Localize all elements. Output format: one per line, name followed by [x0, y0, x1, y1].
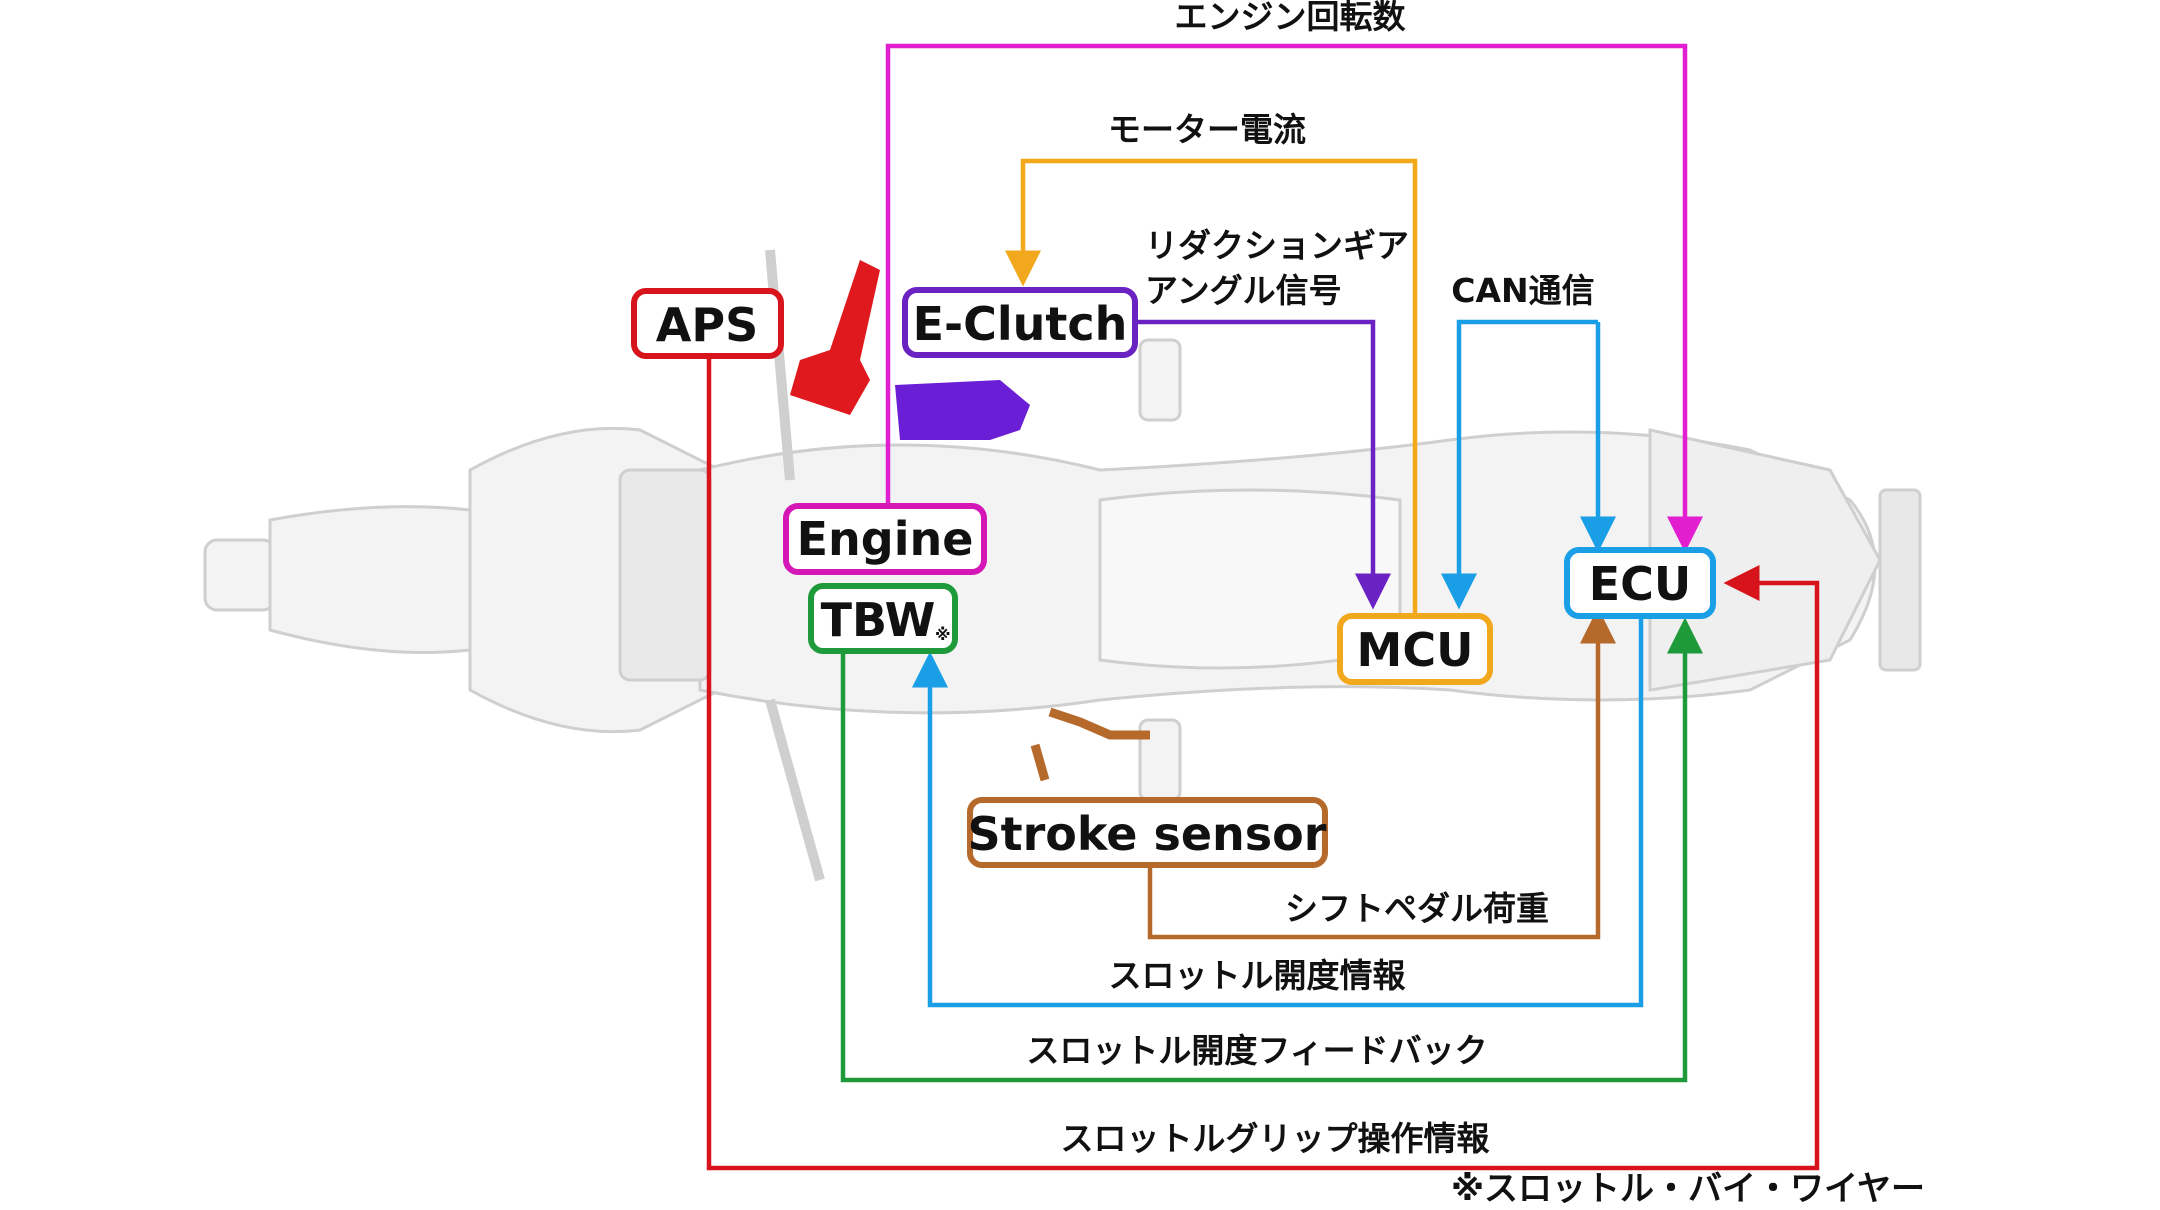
node-engine: Engine [783, 503, 987, 575]
label-reduction-gear-2: アングル信号 [1145, 271, 1342, 310]
rear-tire [203, 538, 277, 612]
aps-label: APS [656, 298, 758, 352]
label-throttle-info: スロットル開度情報 [1109, 956, 1406, 995]
engine-block [618, 468, 712, 682]
label-throttle-feedback: スロットル開度フィードバック [1026, 1031, 1487, 1070]
component-highlights [790, 260, 1150, 782]
node-stroke-sensor: Stroke sensor [967, 797, 1328, 868]
edge-can-to-mcu [1441, 319, 1598, 610]
tbw-footnote-mark: ※ [935, 625, 951, 644]
edge-motor-current [1005, 158, 1418, 617]
mcu-label: MCU [1357, 623, 1474, 677]
footnote: ※スロットル・バイ・ワイヤー [1451, 1169, 1925, 1209]
edge-shift-load [1147, 607, 1616, 940]
label-reduction-gear-1: リダクションギア [1145, 226, 1409, 265]
throttle-grip-highlight [790, 260, 880, 415]
rear-subframe [1648, 428, 1882, 692]
label-grip-info: スロットルグリップ操作情報 [1061, 1119, 1490, 1158]
handlebar-left [765, 249, 795, 481]
edge-throttle-feedback [840, 617, 1703, 1083]
node-tbw: TBW ※ [808, 583, 958, 654]
handlebar-right [765, 698, 825, 882]
label-motor-current: モーター電流 [1108, 110, 1306, 149]
label-engine-rpm: エンジン回転数 [1175, 0, 1407, 36]
footpeg-top [1138, 338, 1182, 422]
tail-section [268, 505, 472, 654]
engine-label: Engine [797, 512, 974, 566]
edge-throttle-info [912, 618, 1644, 1008]
tbw-label: TBW [821, 593, 936, 647]
label-shift-load: シフトペダル荷重 [1285, 889, 1549, 928]
edge-reduction-gear [1137, 319, 1391, 610]
eclutch-label: E-Clutch [913, 297, 1128, 351]
node-mcu: MCU [1337, 613, 1493, 685]
eclutch-unit-highlight [895, 380, 1030, 440]
ecu-label: ECU [1589, 557, 1692, 611]
edge-engine-rpm [885, 43, 1703, 553]
label-can: CAN通信 [1451, 271, 1594, 310]
node-ecu: ECU [1564, 547, 1716, 619]
stroke-sensor-label: Stroke sensor [968, 807, 1327, 861]
node-aps: APS [631, 288, 784, 359]
plate [1878, 488, 1922, 672]
stroke-sensor-highlight [1030, 707, 1150, 782]
node-eclutch: E-Clutch [902, 287, 1138, 358]
edge-grip-info [706, 358, 1820, 1171]
